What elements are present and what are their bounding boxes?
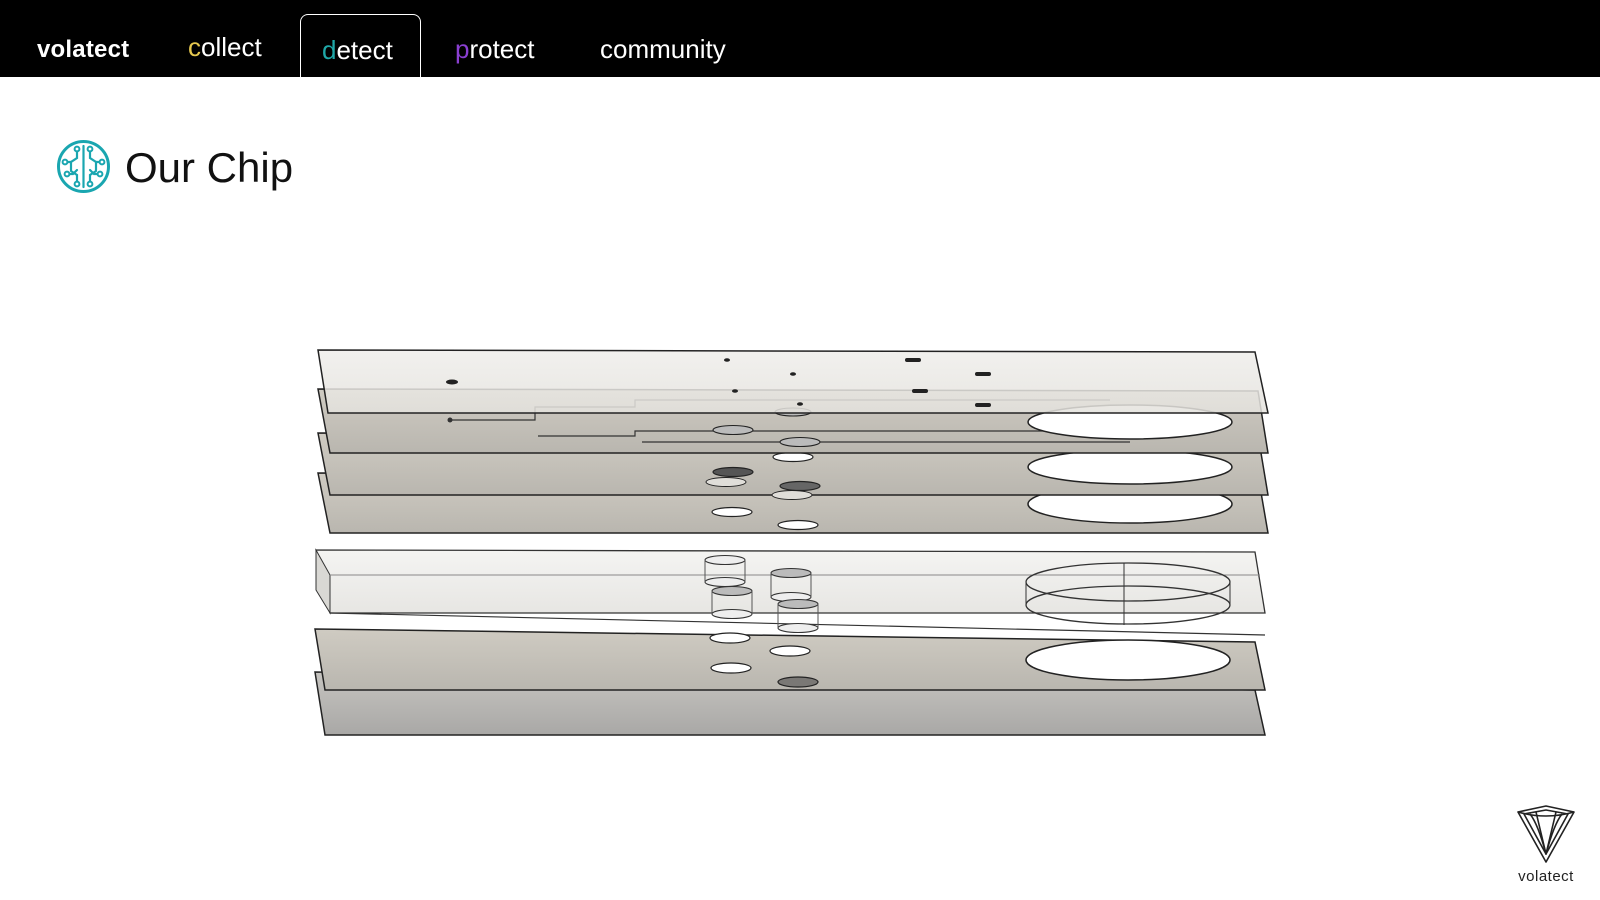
nav-item-protect-initial: p — [455, 34, 470, 64]
nav-item-protect[interactable]: protect — [455, 30, 535, 68]
nav-item-protect-label: rotect — [469, 34, 535, 64]
nav-item-community-label: community — [600, 34, 726, 64]
nav-item-detect-label: etect — [336, 35, 393, 65]
chip-layer-5 — [314, 628, 1266, 691]
nav-item-detect-active[interactable]: detect — [300, 14, 421, 78]
chip-layer-4-clear — [315, 548, 1266, 636]
footer-logo-text: volatect — [1518, 868, 1574, 885]
volatect-shield-logo-icon — [1517, 805, 1575, 863]
footer-brand: volatect — [1504, 802, 1588, 888]
chip-exploded-diagram — [314, 349, 1269, 736]
brand-logo-text[interactable]: volatect — [37, 36, 130, 63]
circuit-brain-icon — [57, 140, 110, 193]
nav-item-collect-initial: c — [188, 32, 201, 62]
nav-item-community[interactable]: community — [600, 30, 726, 68]
nav-item-detect-initial: d — [322, 35, 337, 65]
nav-item-collect-label: ollect — [201, 32, 262, 62]
page-title: Our Chip — [125, 144, 294, 191]
top-navbar: volatect collect detect protect communit… — [0, 0, 1600, 78]
nav-item-collect[interactable]: collect — [188, 28, 262, 66]
chip-layer-top — [317, 349, 1269, 414]
